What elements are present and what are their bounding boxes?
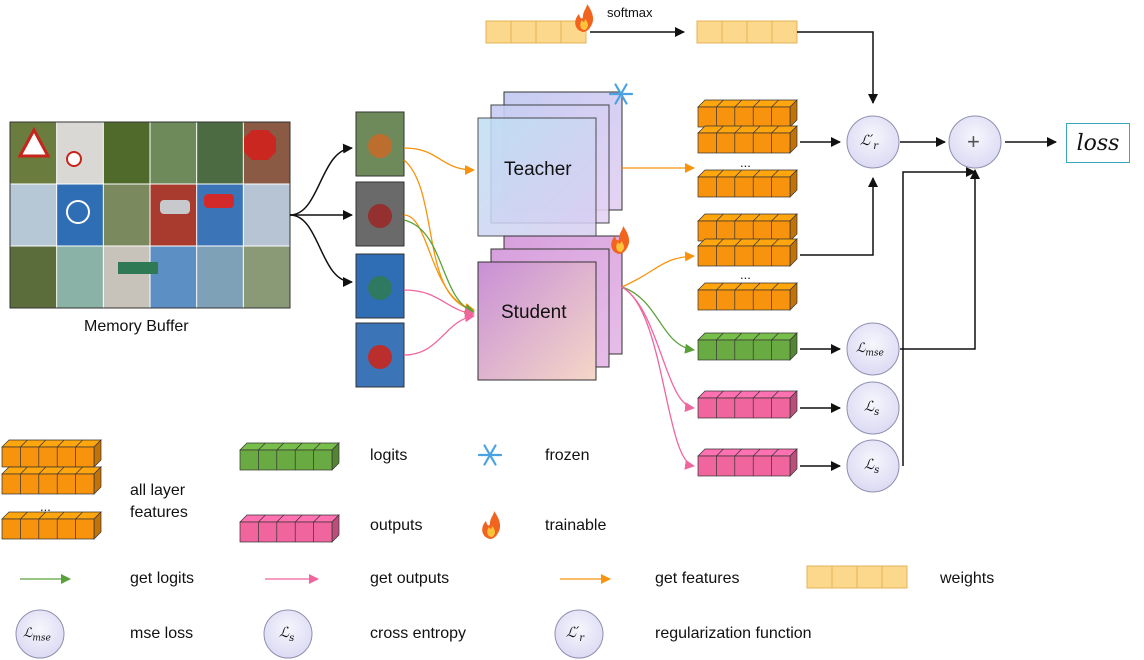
teacher-label: Teacher [504,159,572,180]
feature-ellipsis: ... [740,155,751,170]
buffer-image-tile [57,122,103,184]
road-sign-board-shape [118,262,158,274]
legend-mse-symbol: ℒmse [23,626,51,644]
memory-buffer-label: Memory Buffer [84,318,189,335]
flame-icon [575,4,594,32]
legend-feature-block [1,511,102,540]
mse-loss-symbol: ℒmse [856,341,884,359]
teacher-feature-block [697,99,798,128]
student-model [477,235,623,381]
buffer-image-tile [10,246,57,308]
snowflake-icon [608,83,634,105]
sampled-image [355,253,405,319]
sum-symbol: + [967,129,980,154]
loss-circles [15,115,1002,659]
legend-get-outputs: get outputs [370,570,450,587]
buffer-image-tile [150,246,197,308]
speed-sign-shape [66,151,82,167]
buffer-image-tile [103,122,150,184]
student-logits-block [697,332,798,361]
buffer-image-tile [197,122,243,184]
student-feature-block [697,213,798,242]
ce-loss-symbol: ℒs [864,399,880,418]
buffer-image-tile [243,184,290,246]
legend-get-features: get features [655,570,740,587]
buffer-image-tile [150,184,197,246]
buffer-image-tile [10,184,57,246]
legend-regularization-function: regularization function [655,625,812,642]
teacher-model [477,91,623,237]
buffer-image-tile [197,184,243,246]
legend-mse-loss: mse loss [130,625,194,642]
snowflake-icon [477,444,503,466]
student-output-block [697,448,798,477]
feature-ellipsis: ... [740,267,751,282]
student-feature-block [697,282,798,311]
sample-arrows [403,147,475,356]
legend-logits-block [239,442,340,471]
sampled-images [355,111,405,388]
ce-loss-symbol: ℒs [864,457,880,476]
legend-feature-block [1,466,102,495]
feature-ellipsis: ... [40,499,51,514]
tensor-blocks [1,20,908,589]
buffer-image-tile [150,122,197,184]
buffer-image-tile [103,184,150,246]
legend-outputs: outputs [370,517,423,534]
teacher-feature-block [697,169,798,198]
loss-arrows [800,137,1057,471]
teacher-feature-block [697,125,798,154]
legend-all-layer-features: all layer features [130,482,188,521]
buffer-image-tile [197,246,243,308]
student-feature-block [697,238,798,267]
student-arrows [621,251,695,470]
legend-get-logits: get logits [130,570,195,587]
buffer-image-tile [103,246,150,308]
warning-sign-shape [17,126,51,158]
student-output-block [697,390,798,419]
stop-sign-shape [244,130,276,160]
sampled-image [355,111,405,177]
legend-weights-bar [806,565,908,589]
road-sign-shape [66,200,90,224]
car-shape [160,200,190,214]
car-shape [204,194,234,208]
sampled-image [355,181,405,247]
weights-to-reg-arrow [797,31,878,104]
legend-logits: logits [370,447,408,464]
reg-loss-symbol: ℒ′r [860,133,879,152]
flame-icon [482,511,501,539]
legend-frozen: frozen [545,447,590,464]
sampled-image [355,322,405,388]
student-label: Student [501,302,567,323]
legend-ce-symbol: ℒs [279,625,295,644]
legend-cross-entropy: cross entropy [370,625,467,642]
sampling-curves [289,143,353,287]
weights-bar [696,20,798,44]
legend-trainable: trainable [545,517,607,534]
softmax-label: softmax [607,5,653,20]
buffer-image-tile [243,246,290,308]
loss-box: loss [1066,123,1130,163]
legend-reg-symbol: ℒ′r [566,625,585,644]
legend-output-block [239,514,340,543]
flame-icon [611,226,630,254]
weights-bar [485,20,587,44]
legend-weights: weights [940,570,995,587]
memory-buffer-grid [9,121,291,309]
buffer-image-tile [57,246,103,308]
legend-feature-block [1,439,102,468]
